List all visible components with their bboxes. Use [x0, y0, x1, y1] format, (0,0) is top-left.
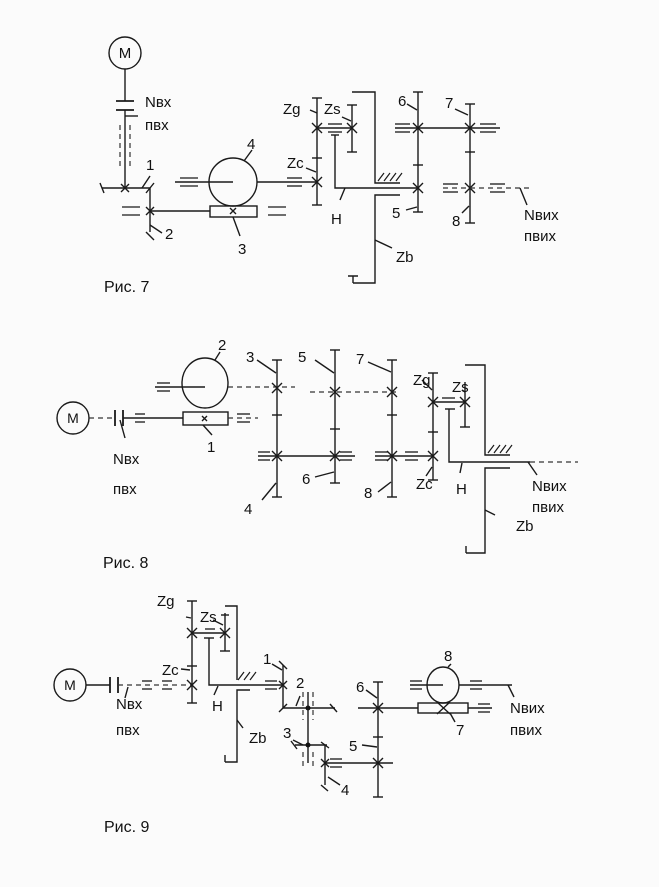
worm-3: [209, 205, 286, 237]
label-zc: Zc: [416, 476, 433, 493]
input-speed-label: пвх: [113, 481, 137, 498]
input-shaft: [89, 410, 183, 439]
label-6: 6: [398, 93, 406, 110]
label-2: 2: [296, 675, 304, 692]
worm-gear-7-8: [410, 663, 515, 723]
label-3: 3: [246, 349, 254, 366]
label-2: 2: [218, 337, 226, 354]
label-h: H: [331, 211, 342, 228]
label-2: 2: [165, 226, 173, 243]
label-zs: Zs: [324, 101, 341, 118]
figure-7: M: [99, 36, 559, 296]
output-power-label: Nвих: [524, 207, 559, 224]
label-6: 6: [356, 679, 364, 696]
planetary-stage: [305, 91, 418, 284]
label-zg: Zg: [283, 101, 301, 118]
input-shaft: [86, 677, 192, 699]
bevel-gear-2: [122, 188, 210, 241]
figure-8: M: [56, 337, 578, 572]
label-8: 8: [452, 213, 460, 230]
spur-gears-3-8: [256, 349, 433, 501]
label-zs: Zs: [452, 379, 469, 396]
bevel-gear-1: [99, 175, 155, 194]
planetary-stage: [421, 364, 578, 554]
label-5: 5: [349, 738, 357, 755]
label-1: 1: [263, 651, 271, 668]
figure-caption: Рис. 8: [103, 555, 149, 572]
label-3: 3: [283, 725, 291, 742]
label-1: 1: [146, 157, 154, 174]
planetary-stage: [180, 600, 283, 763]
output-speed-label: пвих: [524, 228, 556, 245]
label-8: 8: [444, 648, 452, 665]
label-4: 4: [247, 136, 255, 153]
worm-1: [182, 411, 258, 436]
label-1: 1: [207, 439, 215, 456]
input-power-label: Nвх: [145, 94, 172, 111]
label-zg: Zg: [413, 372, 431, 389]
label-4: 4: [244, 501, 252, 518]
input-power-label: Nвх: [113, 451, 140, 468]
figure-9: M: [53, 593, 545, 836]
spur-gears-5-6: [358, 681, 418, 798]
output-speed-label: пвих: [532, 499, 564, 516]
label-zb: Zb: [249, 730, 267, 747]
spur-gears-5-8: [395, 91, 532, 224]
label-7: 7: [445, 95, 453, 112]
input-shaft: [116, 69, 138, 188]
label-7: 7: [356, 351, 364, 368]
bevel-gears-1-4: [271, 660, 393, 792]
label-8: 8: [364, 485, 372, 502]
input-power-label: Nвх: [116, 696, 143, 713]
motor-icon: M: [56, 401, 90, 435]
svg-text:M: M: [64, 677, 76, 693]
label-h: H: [212, 698, 223, 715]
label-zs: Zs: [200, 609, 217, 626]
label-5: 5: [298, 349, 306, 366]
motor-icon: M: [108, 36, 142, 70]
figure-caption: Рис. 7: [104, 279, 150, 296]
label-h: H: [456, 481, 467, 498]
input-speed-label: пвх: [116, 722, 140, 739]
svg-text:M: M: [67, 410, 79, 426]
output-speed-label: пвих: [510, 722, 542, 739]
worm-wheel-4: [175, 149, 317, 207]
label-5: 5: [392, 205, 400, 222]
output-power-label: Nвих: [510, 700, 545, 717]
output-power-label: Nвих: [532, 478, 567, 495]
label-zg: Zg: [157, 593, 175, 610]
label-4: 4: [341, 782, 349, 799]
input-speed-label: пвх: [145, 117, 169, 134]
label-6: 6: [302, 471, 310, 488]
label-7: 7: [456, 722, 464, 739]
svg-text:M: M: [119, 45, 132, 62]
label-zc: Zc: [287, 155, 304, 172]
motor-icon: M: [53, 668, 87, 702]
label-3: 3: [238, 241, 246, 258]
label-zc: Zc: [162, 662, 179, 679]
label-zb: Zb: [516, 518, 534, 535]
worm-wheel-2: [155, 351, 295, 409]
label-zb: Zb: [396, 249, 414, 266]
figure-caption: Рис. 9: [104, 819, 150, 836]
